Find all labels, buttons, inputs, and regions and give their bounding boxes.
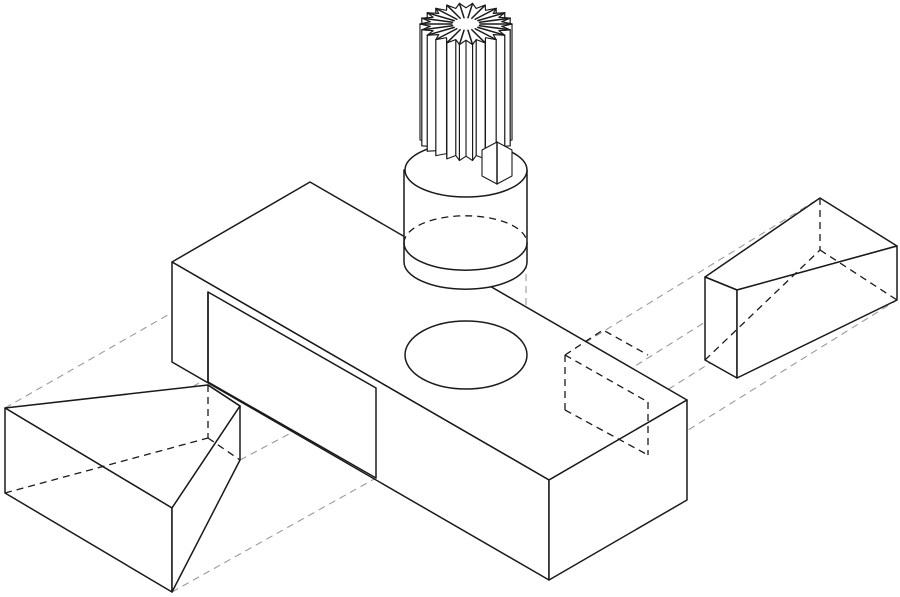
gear-tooth-line <box>477 26 506 36</box>
gear-tooth-line <box>478 17 511 23</box>
gear-tooth-line <box>421 25 454 31</box>
gear-tooth-line <box>474 7 497 20</box>
gear-fin <box>484 37 497 157</box>
gear-tooth-line <box>446 4 461 20</box>
right-wedge <box>704 197 898 379</box>
gear-tooth-line <box>446 28 461 44</box>
gear-fin <box>458 39 467 162</box>
front-slot <box>207 291 377 479</box>
top-hole <box>404 320 528 390</box>
hidden-pocket <box>564 329 649 456</box>
gear-tooth-line <box>477 12 506 22</box>
gear-tooth-line <box>458 2 465 19</box>
gear-tooth-line <box>478 25 511 31</box>
gear-tooth-line <box>467 2 474 19</box>
gear-cutter <box>419 2 513 162</box>
gear-tooth-line <box>458 29 465 46</box>
shaft-key <box>481 141 513 185</box>
left-wedge <box>4 384 241 593</box>
gear-fin <box>435 37 448 157</box>
gear-fin <box>446 38 457 160</box>
gear-fin <box>465 39 474 162</box>
gear-tooth-line <box>435 28 458 41</box>
gear-tooth-line <box>474 28 497 41</box>
gear-tooth-line <box>467 29 474 46</box>
gear-tooth-line <box>471 4 486 20</box>
gear-tooth-line <box>471 28 486 44</box>
gear-tooth-line <box>421 17 454 23</box>
gear-fin <box>475 38 486 160</box>
gear-tooth-line <box>426 26 455 36</box>
gear-tooth-line <box>426 12 455 22</box>
gear-tooth-line <box>435 7 458 20</box>
